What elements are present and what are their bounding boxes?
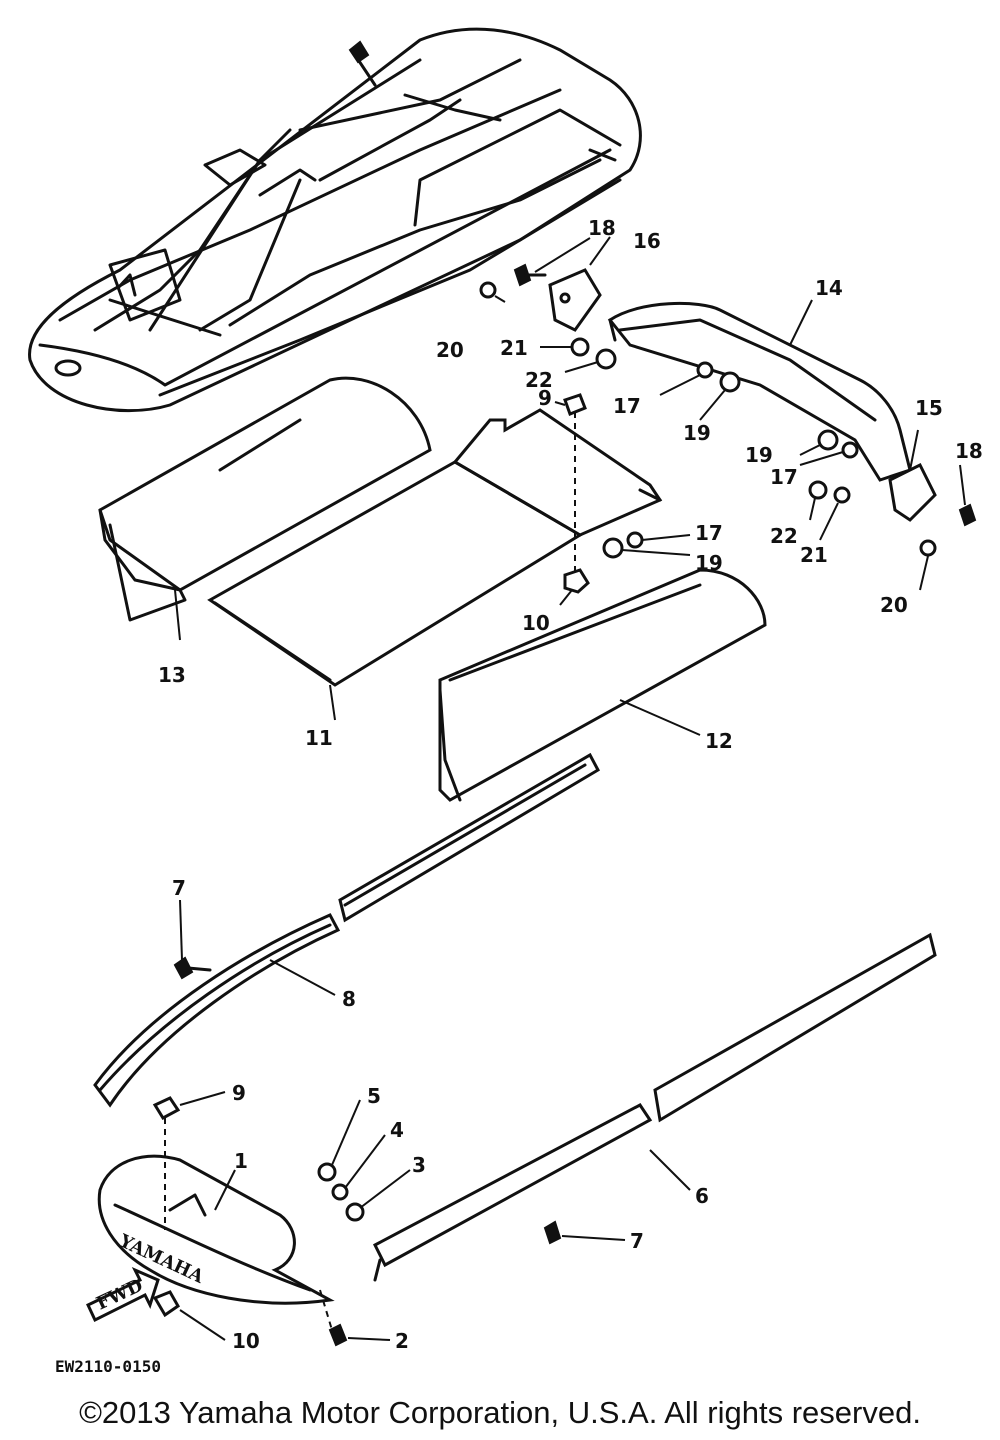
drawing-code: EW2110-0150 <box>55 1357 161 1376</box>
leader-lines <box>174 236 966 1341</box>
callout-5: 5 <box>367 1084 381 1108</box>
hull-illustration <box>28 27 642 413</box>
callout-14: 14 <box>815 276 843 300</box>
callouts: 16 18 14 20 21 22 17 19 9 15 18 19 17 22… <box>55 216 983 1376</box>
callout-18-right: 18 <box>955 439 983 463</box>
callout-21-right: 21 <box>800 543 828 567</box>
callout-15: 15 <box>915 396 943 420</box>
callout-17-top: 17 <box>613 394 641 418</box>
callout-6: 6 <box>695 1184 709 1208</box>
part-8-rub-rail-lower <box>93 913 341 1108</box>
callout-7-bottom: 7 <box>630 1229 644 1253</box>
callout-11: 11 <box>305 726 333 750</box>
callout-8: 8 <box>342 987 356 1011</box>
callout-22-top: 22 <box>525 368 553 392</box>
callout-21-top: 21 <box>500 336 528 360</box>
callout-19-mid: 19 <box>695 551 723 575</box>
mat-plate <box>452 408 663 537</box>
callout-19-top: 19 <box>683 421 711 445</box>
callout-9-top: 9 <box>538 386 552 410</box>
callout-4: 4 <box>390 1118 404 1142</box>
parts-diagram: YAMAHA FWD <box>28 27 983 1376</box>
callout-13: 13 <box>158 663 186 687</box>
callout-17-right: 17 <box>770 465 798 489</box>
callout-16: 16 <box>633 229 661 253</box>
callout-12: 12 <box>705 729 733 753</box>
callout-10-top: 10 <box>522 611 550 635</box>
callout-9-bottom: 9 <box>232 1081 246 1105</box>
callout-2: 2 <box>395 1329 409 1353</box>
callout-22-right: 22 <box>770 524 798 548</box>
callout-17-mid: 17 <box>695 521 723 545</box>
part-6-rub-rail <box>373 932 937 1282</box>
part-14-rear-bumper <box>607 302 912 482</box>
fwd-arrow-icon: FWD <box>86 1266 160 1323</box>
callout-20-right: 20 <box>880 593 908 617</box>
part-13-side-panel <box>98 376 432 622</box>
callout-1: 1 <box>234 1149 248 1173</box>
part-15-bracket <box>888 462 937 522</box>
callout-19-right: 19 <box>745 443 773 467</box>
callout-20-top: 20 <box>436 338 464 362</box>
part-12-side-panel <box>438 568 767 802</box>
callout-10-bottom: 10 <box>232 1329 260 1353</box>
fasteners <box>152 263 977 1347</box>
part-16-bracket <box>548 268 602 332</box>
callout-18-top: 18 <box>588 216 616 240</box>
callout-7-top: 7 <box>172 876 186 900</box>
part-8-rub-rail-upper <box>338 752 600 923</box>
callout-3: 3 <box>412 1153 426 1177</box>
copyright-notice: ©2013 Yamaha Motor Corporation, U.S.A. A… <box>79 1395 921 1430</box>
